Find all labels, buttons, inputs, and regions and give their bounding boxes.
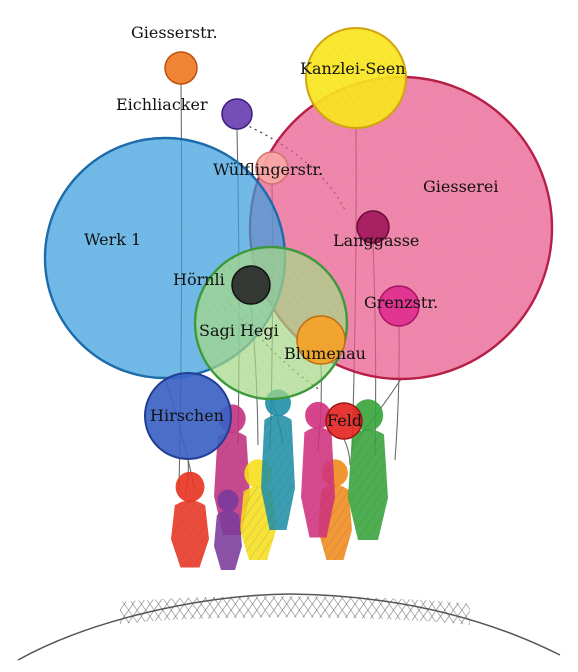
- balloon-texture: [297, 316, 345, 364]
- label-wuelflingerstr: Wülflingerstr.: [213, 160, 323, 179]
- ground-line: [17, 593, 561, 661]
- balloon-texture: [145, 373, 231, 459]
- balloon-texture: [357, 211, 389, 243]
- label-sagi-hegi: Sagi Hegi: [199, 321, 279, 340]
- label-feld: Feld: [327, 411, 362, 430]
- ground: [17, 593, 561, 672]
- balloon-texture: [232, 266, 270, 304]
- balloon-texture: [256, 152, 288, 184]
- person-figure: [261, 389, 295, 530]
- balloon-texture: [222, 99, 252, 129]
- person-figure: [301, 401, 335, 538]
- label-giesserei: Giesserei: [423, 177, 499, 196]
- label-langgasse: Langgasse: [333, 231, 419, 250]
- label-hoernli: Hörnli: [173, 270, 225, 289]
- label-werk1: Werk 1: [84, 230, 141, 249]
- balloon-texture: [326, 403, 362, 439]
- balloon-texture: [379, 286, 419, 326]
- person-figure: [348, 399, 388, 540]
- people-group: [171, 389, 388, 570]
- label-grenzstr: Grenzstr.: [364, 293, 438, 312]
- label-hirschen: Hirschen: [150, 406, 224, 425]
- label-giesserstr: Giesserstr.: [131, 23, 218, 42]
- label-eichliacker: Eichliacker: [116, 95, 208, 114]
- balloon-texture: [306, 28, 406, 128]
- person-figure: [171, 471, 209, 568]
- balloon-texture: [165, 52, 197, 84]
- label-kanzlei-seen: Kanzlei-Seen: [300, 59, 406, 78]
- label-blumenau: Blumenau: [284, 344, 366, 363]
- person-figure: [214, 489, 242, 570]
- balloon-string: [343, 438, 351, 466]
- ground-crosshatching: [120, 596, 470, 625]
- balloons: [43, 27, 554, 460]
